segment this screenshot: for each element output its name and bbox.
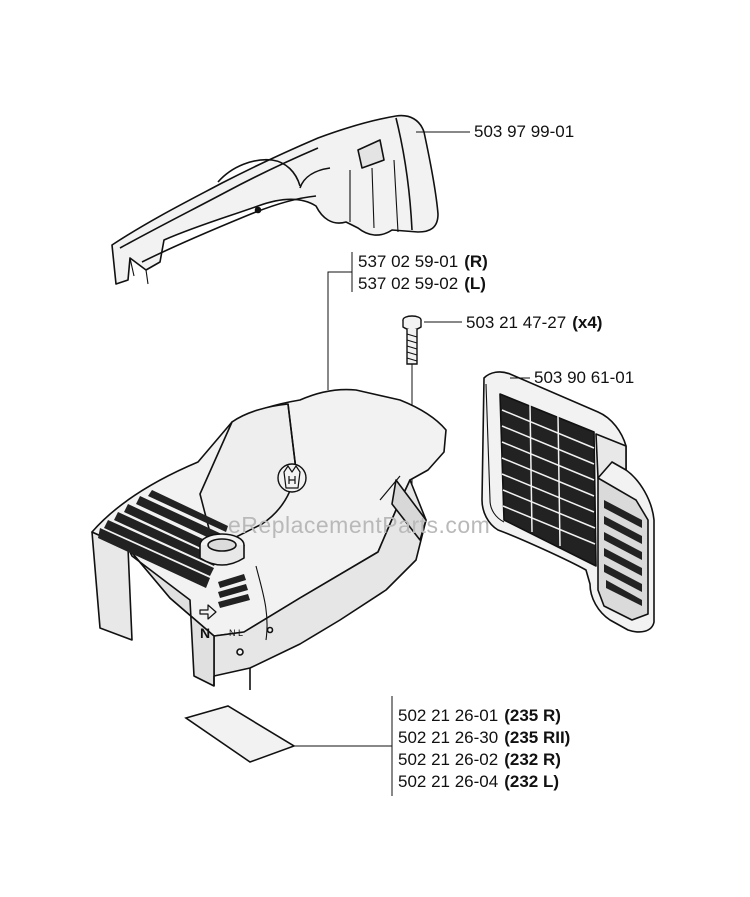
callout-air-filter: 503 90 61-01: [534, 367, 634, 389]
callout-decal-232l: 502 21 26-04 (232 L): [398, 771, 559, 793]
callout-screw: 503 21 47-27 (x4): [466, 312, 602, 334]
leader-cylinder-cover: [327, 271, 352, 390]
choke-marking-right: N L: [229, 628, 243, 638]
choke-marking-left: N: [200, 625, 210, 641]
leader-lines: [292, 131, 530, 796]
part-qualifier: (x4): [572, 313, 603, 332]
callout-decal-235r: 502 21 26-01 (235 R): [398, 705, 561, 727]
part-qualifier: (R): [464, 252, 488, 271]
callout-decal-235rii: 502 21 26-30 (235 RII): [398, 727, 570, 749]
top-cover-part[interactable]: [111, 114, 439, 285]
air-filter-part[interactable]: [481, 371, 655, 633]
vent-slots: [218, 574, 250, 608]
part-number: 502 21 26-04: [398, 772, 499, 791]
part-number: 503 21 47-27: [466, 313, 567, 332]
part-number: 502 21 26-02: [398, 750, 499, 769]
part-number: 502 21 26-30: [398, 728, 499, 747]
brand-logo-icon: [277, 463, 307, 493]
arrow-icon: [199, 604, 217, 620]
fuel-cap: [199, 533, 245, 566]
filter-side-ribs: [604, 500, 642, 606]
part-number: 537 02 59-01: [358, 252, 459, 271]
part-number: 503 97 99-01: [474, 122, 575, 141]
part-number: 537 02 59-02: [358, 274, 459, 293]
part-qualifier: (232 R): [504, 750, 561, 769]
screw-part[interactable]: [402, 315, 422, 520]
decal-part[interactable]: [184, 705, 296, 763]
cylinder-cover-part[interactable]: [91, 388, 447, 690]
cooling-grille: [98, 490, 228, 588]
callout-cylinder-cover-r: 537 02 59-01 (R): [358, 251, 488, 273]
callout-top-cover: 503 97 99-01: [474, 121, 574, 143]
part-qualifier: (235 R): [504, 706, 561, 725]
callout-cylinder-cover-l: 537 02 59-02 (L): [358, 273, 486, 295]
callout-decal-232r: 502 21 26-02 (232 R): [398, 749, 561, 771]
part-number: 502 21 26-01: [398, 706, 499, 725]
part-qualifier: (L): [464, 274, 486, 293]
filter-mesh: [501, 403, 596, 547]
part-qualifier: (232 L): [504, 772, 559, 791]
watermark-text: eReplacementParts.com: [228, 512, 491, 538]
part-number: 503 90 61-01: [534, 368, 635, 387]
part-qualifier: (235 RII): [504, 728, 571, 747]
